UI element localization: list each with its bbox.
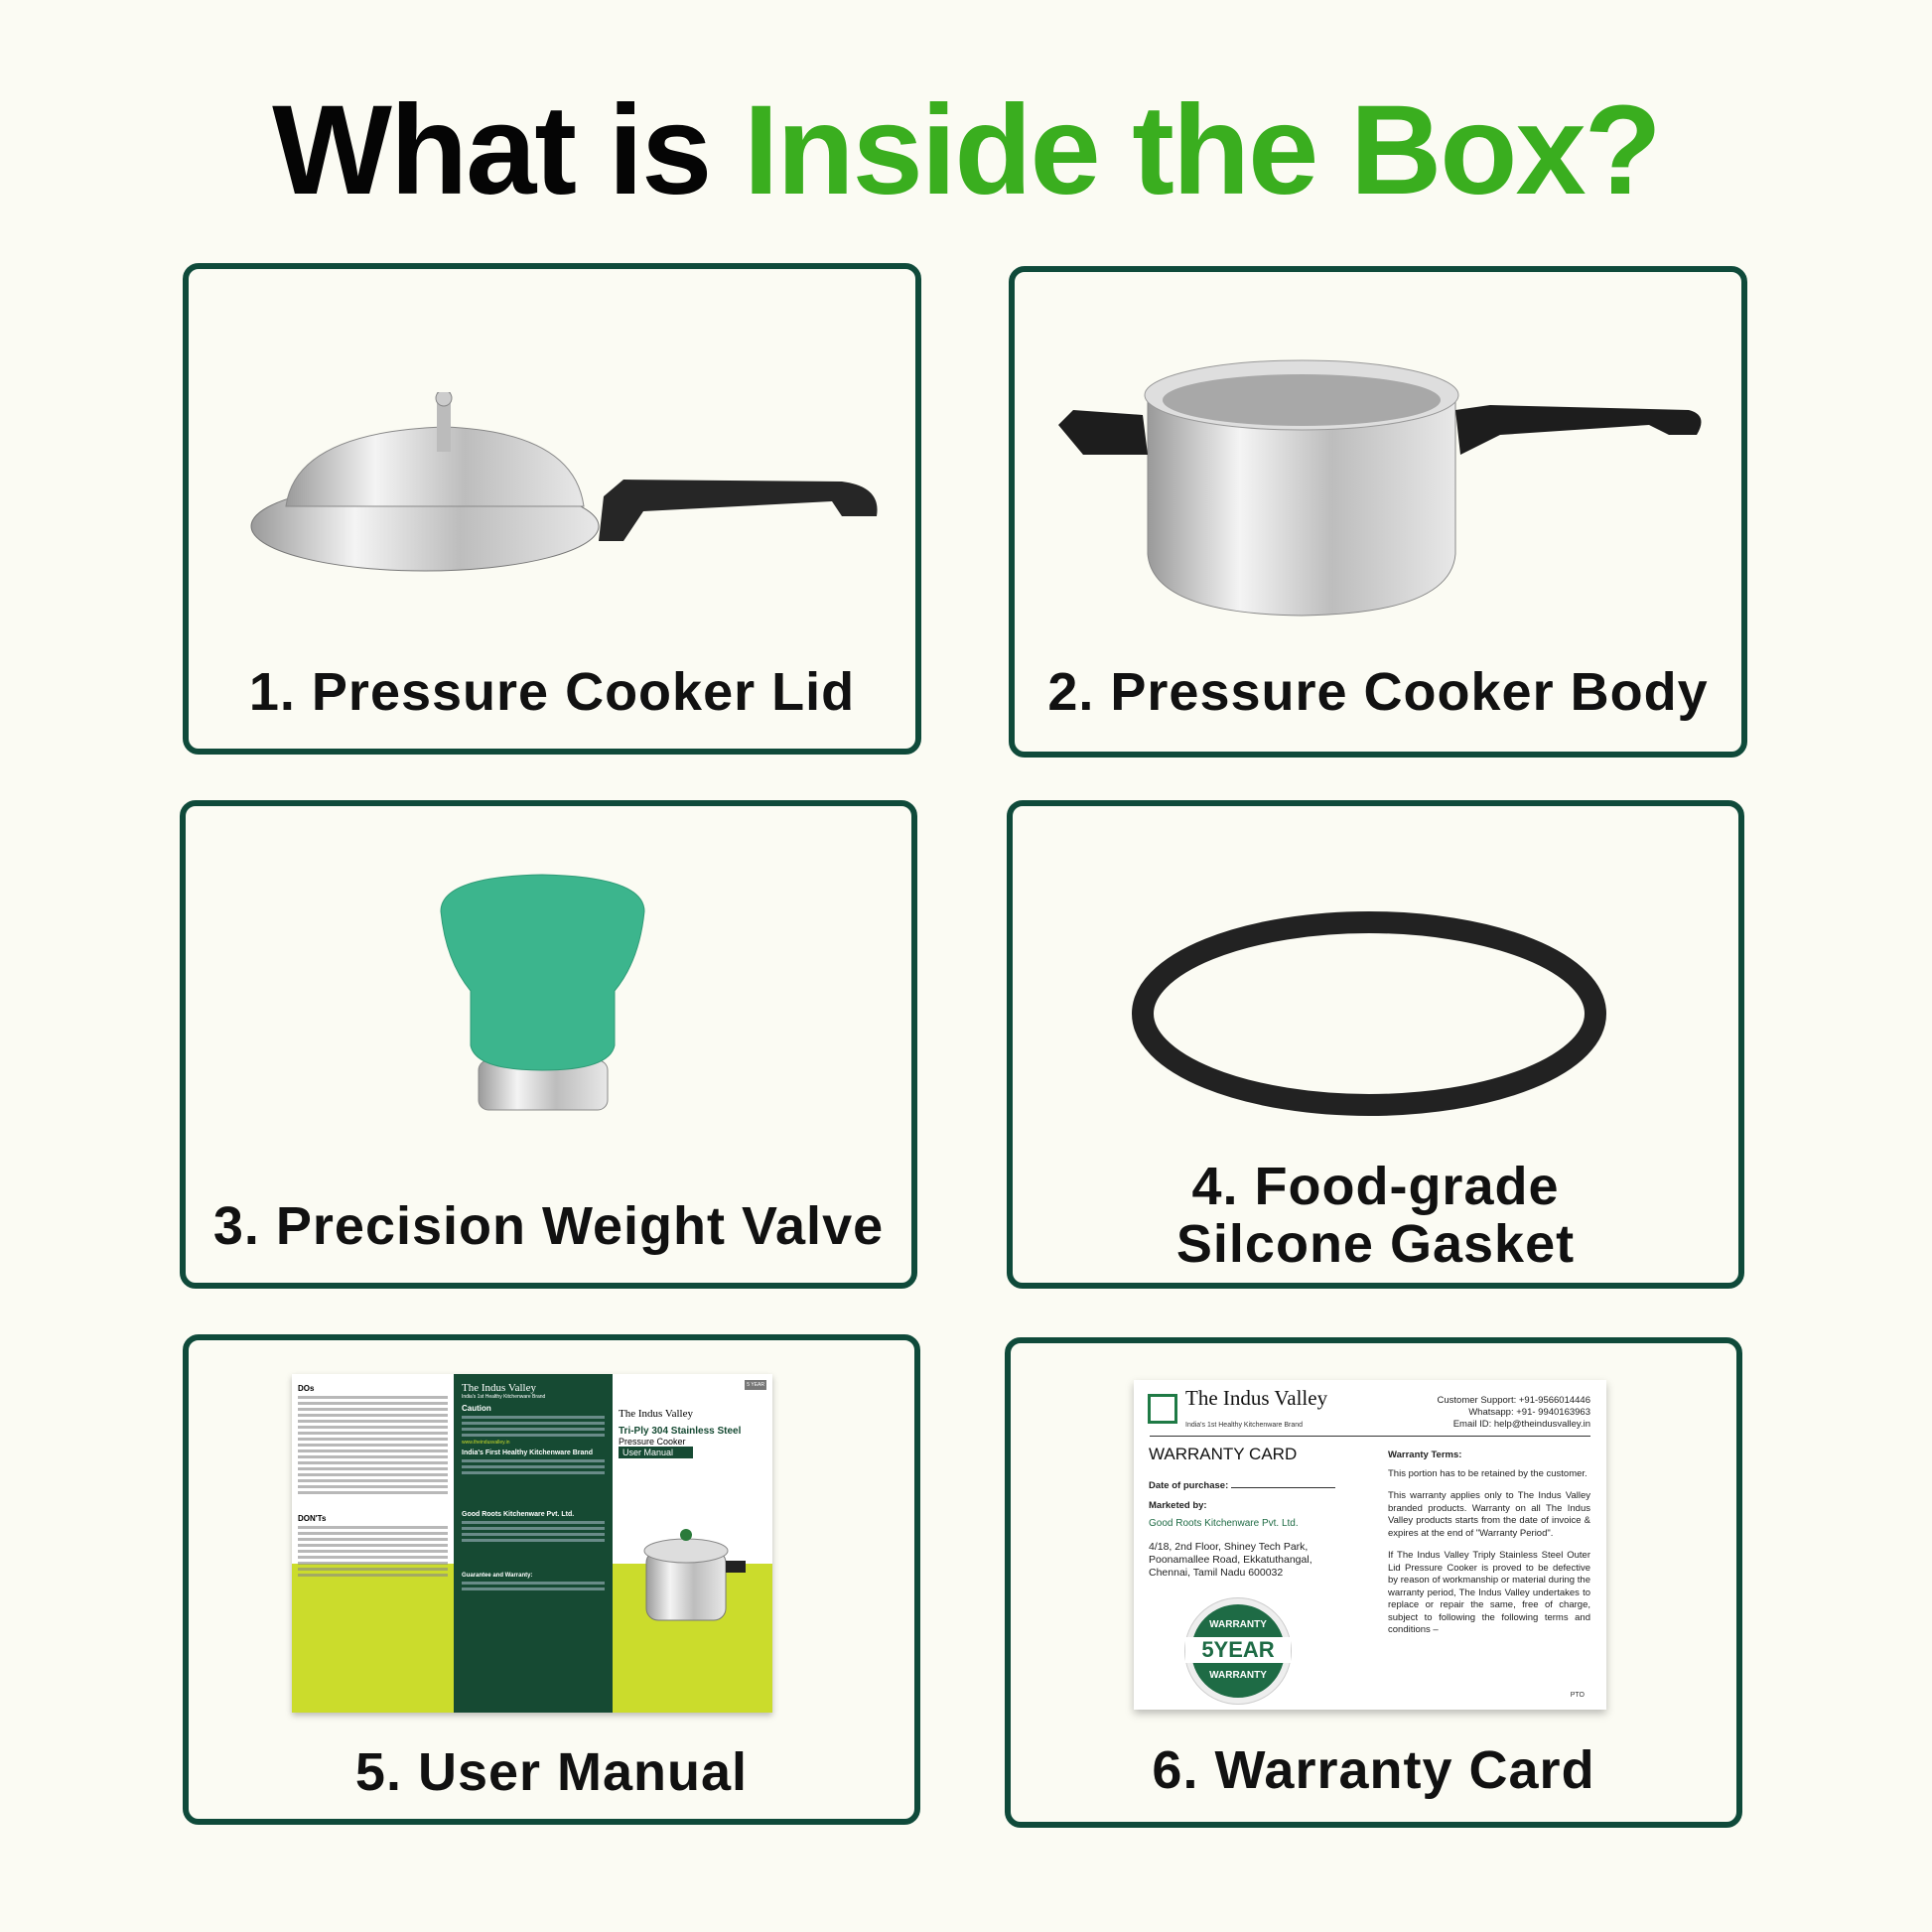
manual-company: Good Roots Kitchenware Pvt. Ltd. [462, 1511, 575, 1518]
item-label-line2: Silcone Gasket [1175, 1214, 1576, 1274]
terms-heading: Warranty Terms: [1388, 1449, 1462, 1460]
manual-donts-heading: DON'Ts [298, 1514, 327, 1523]
item-label: 3. Precision Weight Valve [212, 1196, 885, 1256]
title-black: What is [272, 79, 712, 221]
pto: PTO [1570, 1692, 1585, 1699]
address-line: Poonamallee Road, Ekkatuthangal, [1149, 1554, 1312, 1566]
weight-valve-image [440, 874, 645, 1111]
terms-paragraph: This warranty applies only to The Indus … [1388, 1490, 1590, 1539]
manual-product-title: Tri-Ply 304 Stainless Steel [619, 1426, 742, 1437]
user-manual-image: DOs DON'Ts The Indus Valley India's 1st … [292, 1374, 772, 1713]
pressure-cooker-lid-image [250, 392, 878, 572]
manual-tagline: India's 1st Healthy Kitchenware Brand [462, 1394, 546, 1400]
gasket-image [1132, 911, 1606, 1116]
manual-brand: The Indus Valley [462, 1382, 536, 1394]
brand-logo-icon [1148, 1394, 1177, 1424]
item-label: 5. User Manual [354, 1742, 749, 1802]
manual-website: www.theindusvalley.in [462, 1440, 510, 1446]
item-label: 1. Pressure Cooker Lid [248, 662, 856, 722]
warranty-heading: WARRANTY CARD [1149, 1445, 1298, 1463]
manual-product-subtitle: Pressure Cooker [619, 1437, 686, 1447]
item-label: 2. Pressure Cooker Body [1047, 662, 1709, 722]
manual-guarantee-heading: Guarantee and Warranty: [462, 1573, 533, 1579]
manual-caution-heading: Caution [462, 1404, 491, 1413]
email: Email ID: help@theindusvalley.in [1452, 1419, 1590, 1430]
date-label: Date of purchase: [1149, 1480, 1229, 1491]
manual-cooker-image [643, 1529, 746, 1621]
manual-panel-left: DOs DON'Ts [292, 1374, 454, 1713]
item-card-body [1009, 266, 1747, 758]
manual-panel-right: The Indus Valley Tri-Ply 304 Stainless S… [613, 1374, 772, 1713]
page-title: What is Inside the Box? [0, 77, 1932, 223]
warranty-seal: WARRANTY 5YEAR WARRANTY [1185, 1598, 1291, 1704]
terms-paragraph: If The Indus Valley Triply Stainless Ste… [1388, 1550, 1590, 1635]
item-label-line1: 4. Food-grade [1191, 1157, 1560, 1216]
manual-panel-middle: The Indus Valley India's 1st Healthy Kit… [454, 1374, 613, 1713]
customer-support: Customer Support: +91-9566014446 [1437, 1395, 1590, 1406]
manual-mission-heading: India's First Healthy Kitchenware Brand [462, 1449, 593, 1456]
terms-paragraph: This portion has to be retained by the c… [1388, 1467, 1587, 1479]
seal-top-text: WARRANTY [1209, 1619, 1267, 1630]
seal-mid-text: 5YEAR [1185, 1637, 1291, 1663]
address-line: Chennai, Tamil Nadu 600032 [1149, 1567, 1284, 1579]
manual-dos-heading: DOs [298, 1384, 315, 1393]
warranty-tagline: India's 1st Healthy Kitchenware Brand [1185, 1422, 1304, 1429]
item-card-gasket [1007, 800, 1744, 1289]
item-label: 6. Warranty Card [1152, 1740, 1595, 1800]
manual-doc-type: User Manual [619, 1447, 693, 1458]
manual-cover-brand: The Indus Valley [619, 1408, 693, 1420]
manual-badge: 5 YEAR [745, 1380, 766, 1390]
company: Good Roots Kitchenware Pvt. Ltd. [1149, 1518, 1299, 1529]
whatsapp: Whatsapp: +91- 9940163963 [1468, 1407, 1590, 1418]
seal-bottom-text: WARRANTY [1209, 1670, 1267, 1681]
warranty-card-image: The Indus Valley India's 1st Healthy Kit… [1134, 1380, 1606, 1710]
divider [1150, 1436, 1590, 1437]
pressure-cooker-body-image [1058, 359, 1702, 617]
address-line: 4/18, 2nd Floor, Shiney Tech Park, [1149, 1541, 1309, 1553]
marketed-by: Marketed by: [1149, 1500, 1207, 1511]
warranty-brand: The Indus Valley [1185, 1386, 1328, 1410]
title-green: Inside the Box? [743, 79, 1662, 221]
